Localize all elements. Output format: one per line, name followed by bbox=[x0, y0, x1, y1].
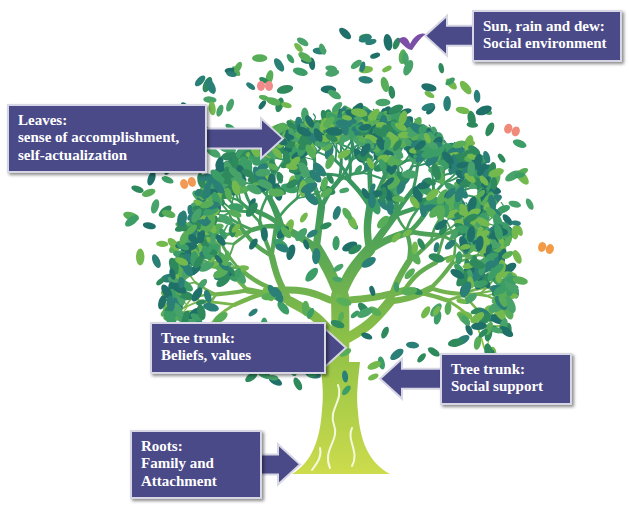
leaf bbox=[485, 251, 499, 261]
leaf bbox=[214, 233, 228, 248]
leaf bbox=[478, 174, 491, 187]
leaf bbox=[230, 179, 242, 196]
leaf bbox=[460, 243, 472, 250]
branch bbox=[335, 160, 349, 180]
leaf bbox=[462, 291, 479, 306]
leaf bbox=[408, 195, 422, 210]
leaf bbox=[426, 345, 441, 358]
leaf bbox=[275, 299, 291, 316]
leaf bbox=[247, 237, 259, 251]
leaf bbox=[508, 199, 522, 209]
leaf bbox=[240, 167, 256, 180]
branch bbox=[260, 222, 272, 256]
leaf bbox=[386, 200, 394, 215]
leaf bbox=[362, 157, 375, 172]
leaf bbox=[377, 158, 388, 173]
leaf bbox=[330, 100, 344, 114]
leaf bbox=[501, 249, 515, 260]
leaf bbox=[224, 187, 234, 201]
leaf bbox=[160, 175, 174, 185]
branch bbox=[216, 290, 247, 294]
branch bbox=[431, 263, 452, 288]
leaf bbox=[210, 234, 215, 244]
leaf bbox=[502, 234, 514, 248]
leaf bbox=[292, 66, 309, 77]
branch bbox=[410, 232, 442, 236]
branch bbox=[431, 288, 462, 294]
leaf bbox=[475, 279, 488, 287]
leaf bbox=[416, 352, 428, 364]
leaf bbox=[141, 187, 157, 198]
leaf bbox=[358, 142, 373, 159]
leaf bbox=[353, 164, 364, 177]
leaf bbox=[227, 165, 242, 179]
tree-leaves bbox=[122, 26, 535, 397]
branch bbox=[276, 290, 330, 300]
leaf bbox=[245, 81, 256, 91]
leaf bbox=[292, 376, 304, 391]
leaf bbox=[381, 64, 392, 73]
leaf bbox=[303, 143, 318, 161]
branch bbox=[349, 156, 350, 181]
leaf bbox=[360, 331, 373, 341]
leaf bbox=[312, 127, 325, 143]
leaf bbox=[490, 177, 497, 190]
leaf bbox=[444, 301, 452, 315]
leaf bbox=[380, 326, 391, 340]
leaf bbox=[487, 194, 497, 210]
leaf bbox=[325, 172, 336, 185]
leaf bbox=[475, 188, 486, 199]
branch bbox=[277, 198, 297, 220]
leaf bbox=[337, 26, 353, 42]
leaf bbox=[445, 254, 457, 265]
leaf bbox=[456, 311, 472, 327]
trunk-swirl bbox=[312, 385, 355, 470]
leaf bbox=[490, 326, 503, 335]
leaf bbox=[360, 255, 378, 270]
leaf bbox=[492, 223, 504, 241]
leaf bbox=[303, 114, 316, 129]
leaf bbox=[267, 375, 283, 388]
leaf bbox=[420, 149, 438, 160]
leaf bbox=[321, 115, 336, 130]
leaf bbox=[358, 123, 372, 132]
branch bbox=[335, 141, 336, 160]
leaf bbox=[298, 211, 309, 224]
leaf bbox=[436, 205, 446, 222]
branch bbox=[340, 250, 370, 296]
branch bbox=[266, 195, 277, 220]
leaf bbox=[490, 262, 506, 277]
tree-trunk bbox=[292, 362, 390, 474]
leaf bbox=[319, 186, 334, 199]
branch bbox=[367, 206, 370, 249]
branch bbox=[406, 210, 417, 230]
branch bbox=[260, 198, 267, 222]
branch bbox=[272, 220, 277, 256]
leaf bbox=[299, 181, 315, 195]
leaf bbox=[421, 101, 436, 112]
leaf bbox=[275, 171, 284, 184]
branch bbox=[395, 209, 406, 231]
leaf bbox=[482, 150, 492, 164]
leaf bbox=[211, 178, 227, 195]
